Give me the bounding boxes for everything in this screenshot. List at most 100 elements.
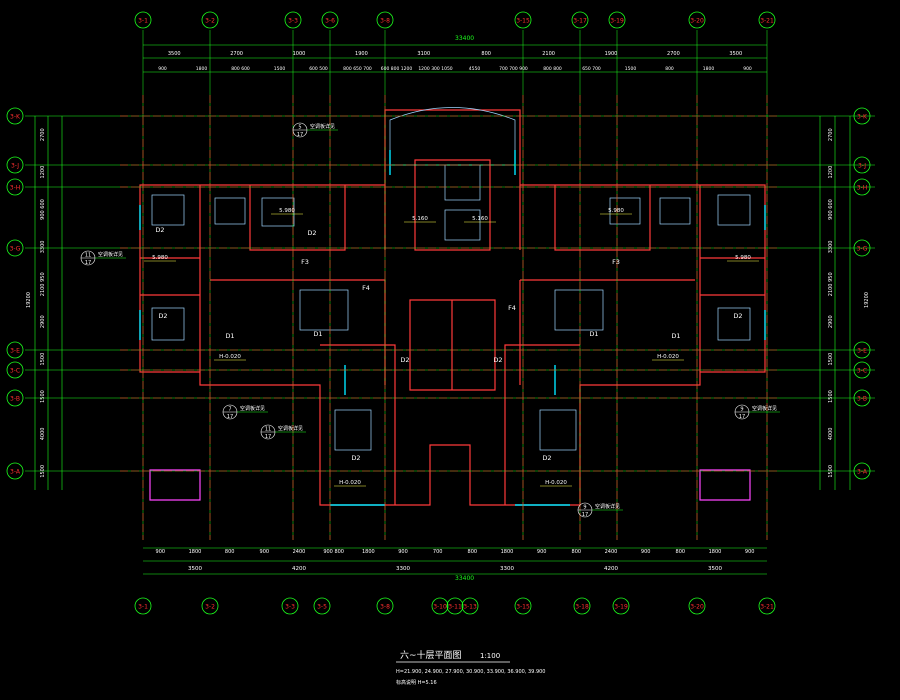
axis-bubble <box>573 597 591 615</box>
axis-bubble <box>321 11 339 29</box>
callout-top: 11 <box>85 253 91 259</box>
axis-bubble <box>376 597 394 615</box>
room-label: F4 <box>508 304 516 312</box>
callout-text: 空调板详见 <box>595 503 620 510</box>
dimension-value: 1500 <box>40 390 46 403</box>
axis-bubble <box>6 462 24 480</box>
dimension-value: 800 600 <box>231 66 250 72</box>
dimension-value: 3500 <box>708 566 722 572</box>
dimension-value: 900 600 <box>40 199 46 220</box>
dimension-value: 1500 <box>40 353 46 366</box>
dimension-value: 1900 <box>605 51 618 57</box>
axis-bubble <box>134 597 152 615</box>
furniture <box>151 107 751 451</box>
axis-bubble <box>6 107 24 125</box>
axis-bubble <box>514 11 532 29</box>
room-label: D2 <box>307 229 316 237</box>
level-mark: H-0.020 <box>545 480 567 486</box>
dimension-value: 2400 <box>605 549 618 555</box>
building-walls <box>139 109 766 506</box>
axis-label: 3-1 <box>138 604 148 611</box>
axis-label: 3-21 <box>760 604 774 611</box>
dimension-value: 1800 <box>362 549 375 555</box>
axis-label: 3-19 <box>610 18 624 25</box>
axis-grid-lines <box>25 30 875 540</box>
axis-bubble <box>284 11 302 29</box>
callout-top: 9 <box>583 505 586 511</box>
dimension-value: 900 <box>156 549 166 555</box>
level-mark: 5.160 <box>412 216 428 222</box>
axis-bubble <box>853 107 871 125</box>
room-label: D2 <box>493 356 502 364</box>
room-label: D2 <box>400 356 409 364</box>
dimension-value: 2700 <box>667 51 680 57</box>
dimension-value: 1500 <box>828 353 834 366</box>
axis-label: 3-3 <box>285 604 295 611</box>
level-mark: 5.980 <box>279 208 295 214</box>
callout-bottom: 17 <box>297 132 303 138</box>
axis-label: 3-J <box>858 163 866 170</box>
axis-label: 3-1 <box>138 18 148 25</box>
axis-bubble <box>688 597 706 615</box>
axis-label: 3-H <box>857 185 868 192</box>
axis-label: 3-G <box>10 246 21 253</box>
axis-bubble <box>514 597 532 615</box>
axis-label: 3-B <box>857 396 867 403</box>
dimension-value: 1800 <box>709 549 722 555</box>
dimension-value: 2400 <box>293 549 306 555</box>
axis-label: 3-A <box>857 469 868 476</box>
dimension-value: 800 <box>665 66 674 72</box>
axis-bubble <box>608 11 626 29</box>
axis-label: 3-8 <box>380 604 390 611</box>
axis-bubble <box>376 11 394 29</box>
dimension-value: 600 800 1200 <box>381 66 413 72</box>
dimension-value: 2100 950 <box>40 272 46 296</box>
axis-bubble <box>313 597 331 615</box>
room-label: D1 <box>589 330 598 338</box>
room-label: F3 <box>301 258 309 266</box>
dimension-value: 800 800 <box>543 66 562 72</box>
axis-bubble <box>6 239 24 257</box>
dimension-value: 1500 <box>274 66 286 72</box>
dimension-value: 700 700 900 <box>499 66 528 72</box>
axis-label: 3-21 <box>760 18 774 25</box>
axis-label: 3-6 <box>325 18 335 25</box>
dimension-value: 3300 <box>396 566 410 572</box>
axis-label: 3-5 <box>317 604 327 611</box>
dimension-value: 2700 <box>828 128 834 141</box>
callout-bottom: 17 <box>85 260 91 266</box>
axis-bubble <box>134 11 152 29</box>
room-label: D2 <box>351 454 360 462</box>
callout-bottom: 17 <box>227 414 233 420</box>
drawing-scale: 1:100 <box>480 652 500 660</box>
dimension-value: 3500 <box>188 566 202 572</box>
dimension-value: 2900 <box>828 315 834 328</box>
axis-label: 3-A <box>10 469 21 476</box>
axis-bubble <box>853 178 871 196</box>
room-label: D1 <box>671 332 680 340</box>
axis-label: 3-J <box>11 163 19 170</box>
axis-label: 3-19 <box>614 604 628 611</box>
dimension-value: 900 800 <box>323 549 344 555</box>
dimension-value: 3500 <box>168 51 181 57</box>
axis-bubble <box>201 597 219 615</box>
axis-label: 3-K <box>10 114 21 121</box>
room-label: D2 <box>542 454 551 462</box>
callout-top: 9 <box>740 407 743 413</box>
axis-bubble <box>853 341 871 359</box>
dimension-value: 900 <box>537 549 547 555</box>
axis-label: 3-17 <box>573 18 587 25</box>
dimension-value: 1900 <box>355 51 368 57</box>
dimension-value: 4000 <box>40 428 46 441</box>
room-label: D2 <box>155 226 164 234</box>
room-label: F3 <box>612 258 620 266</box>
dimension-value: 800 <box>225 549 235 555</box>
dimension-value: 2700 <box>40 128 46 141</box>
total-height: 19200 <box>864 292 870 308</box>
axis-label: 3-C <box>10 368 20 375</box>
dimension-value: 900 <box>743 66 752 72</box>
level-mark: H-0.020 <box>657 354 679 360</box>
callout-text: 空调板详见 <box>278 425 303 432</box>
axis-bubble <box>853 156 871 174</box>
